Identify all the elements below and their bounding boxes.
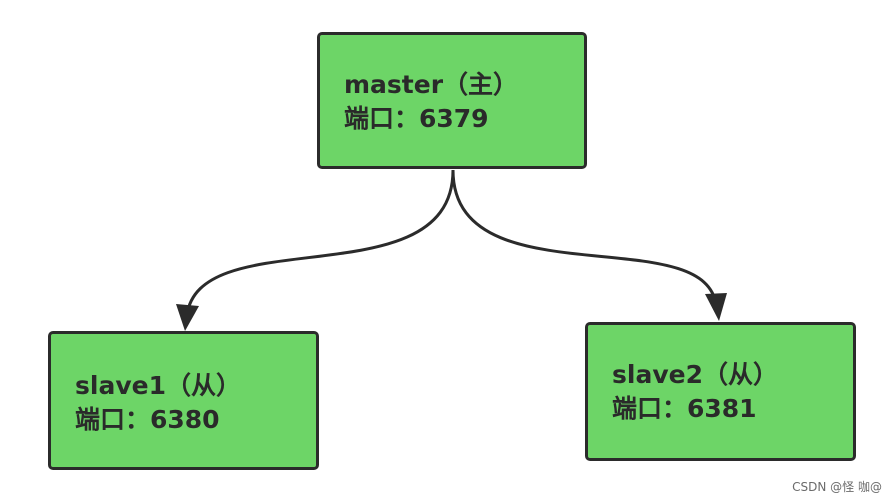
node-slave2-port: 端口：6381 — [612, 394, 757, 423]
node-slave1-port: 端口：6380 — [75, 405, 220, 434]
arrowhead-slave2 — [705, 293, 727, 321]
node-master: master（主） 端口：6379 — [317, 32, 587, 169]
node-slave1-title: slave1（从） — [75, 371, 241, 400]
node-slave2-title: slave2（从） — [612, 360, 778, 389]
arrowhead-slave1 — [176, 304, 199, 331]
edge-master-slave1 — [185, 169, 455, 316]
watermark: CSDN @怪 咖@ — [792, 480, 882, 494]
node-slave2: slave2（从） 端口：6381 — [585, 322, 856, 461]
node-master-title: master（主） — [344, 70, 519, 99]
edge-master-slave2 — [451, 169, 718, 306]
node-master-port: 端口：6379 — [344, 104, 489, 133]
node-slave1: slave1（从） 端口：6380 — [48, 331, 319, 470]
